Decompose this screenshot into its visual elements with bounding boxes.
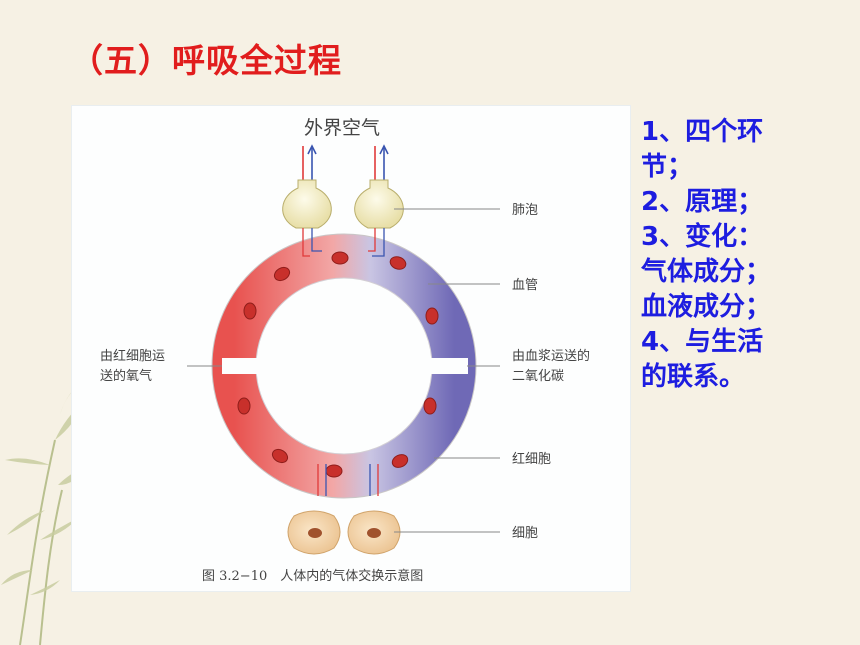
leader-lines — [187, 208, 500, 533]
alveolus-right — [354, 179, 404, 229]
note-line: 的联系。 — [641, 362, 746, 392]
alveolus-left — [282, 179, 332, 229]
note-line: 1、四个环 — [641, 117, 764, 147]
note-line: 4、与生活 — [641, 327, 764, 357]
o2-label-line1: 由红细胞运 — [100, 348, 165, 364]
co2-label-line1: 由血浆运送的 — [512, 348, 590, 364]
figure-caption: 图 3.2−10 人体内的气体交换示意图 — [202, 568, 423, 584]
vessel-label: 血管 — [512, 278, 538, 293]
gas-exchange-figure: 外界空气 — [72, 106, 630, 591]
note-line: 节； — [641, 152, 694, 182]
note-line: 2、原理； — [641, 187, 764, 217]
co2-label-line2: 二氧化碳 — [512, 369, 564, 384]
note-line: 血液成分； — [641, 292, 772, 322]
alveoli-label: 肺泡 — [512, 203, 538, 218]
tissue-cell-right — [347, 510, 401, 555]
red-blood-cells — [237, 251, 439, 478]
rbc-label: 红细胞 — [512, 451, 551, 467]
note-line: 3、变化： — [641, 222, 764, 252]
cell-label: 细胞 — [512, 526, 538, 541]
summary-notes: 1、四个环 节； 2、原理； 3、变化： 气体成分； 血液成分； 4、与生活 的… — [641, 115, 851, 395]
tissue-cell-left — [287, 510, 341, 555]
outside-air-label: 外界空气 — [304, 117, 380, 139]
o2-label-line2: 送的氧气 — [100, 368, 152, 384]
note-line: 气体成分； — [641, 257, 772, 287]
slide-title: （五）呼吸全过程 — [70, 41, 342, 80]
internal-flow-lines — [302, 228, 385, 496]
